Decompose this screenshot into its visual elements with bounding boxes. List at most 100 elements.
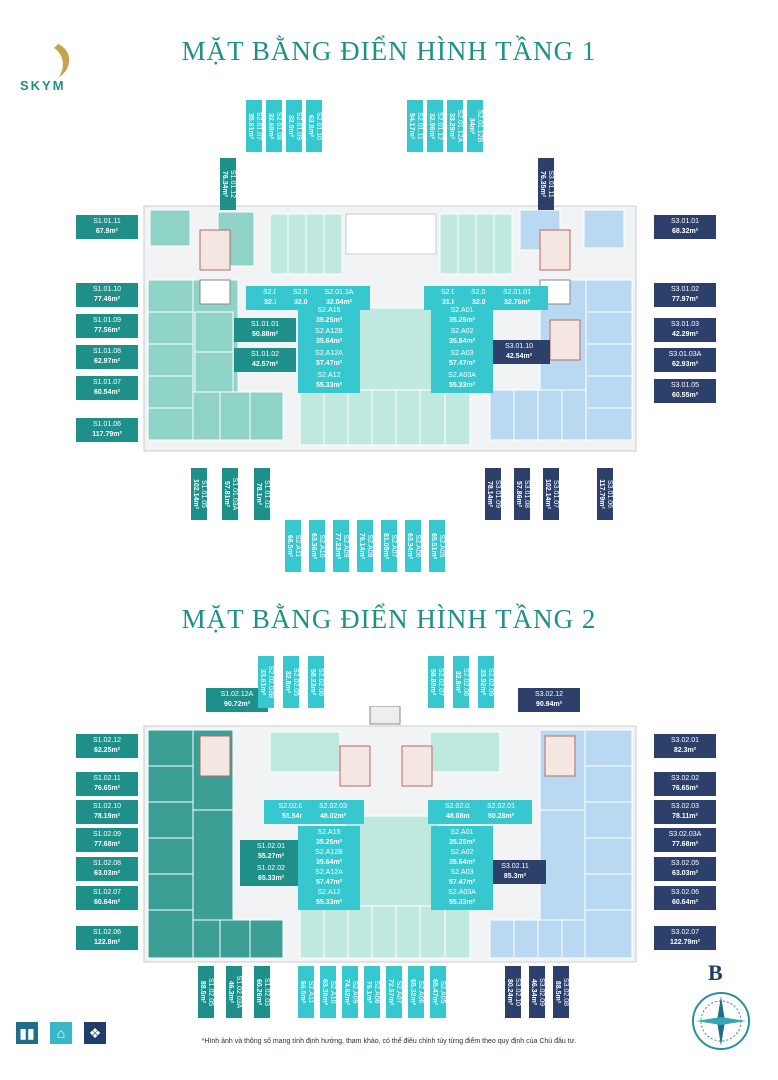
unit-code: S2.A08 <box>366 534 373 558</box>
unit-area: 32.9m² <box>287 114 294 138</box>
unit-area: 57.47m² <box>315 879 343 886</box>
unit-area: 57.47m² <box>448 360 476 367</box>
unit-area: 82.3m² <box>673 747 697 754</box>
unit-code: S2.02.05 <box>292 667 299 697</box>
unit-area: 35.61m² <box>247 112 254 140</box>
unit-code: S2.A12B <box>315 849 343 856</box>
unit-area: 117.79m² <box>598 479 605 509</box>
unit-code: S1.01.11 <box>93 218 121 225</box>
unit-area: 35.64m² <box>315 338 343 345</box>
unit-code: S1.02.02 <box>256 865 286 872</box>
unit-code: S2.A12A <box>315 350 343 357</box>
unit-area: 102.14m² <box>192 479 199 509</box>
unit-area: 55.33m² <box>448 899 476 906</box>
unit-area: 48.08m² <box>445 813 473 820</box>
unit-code: S1.02.12 <box>92 737 122 744</box>
unit-area: 78.14m² <box>486 480 493 508</box>
unit-code: S1.02.01 <box>256 843 286 850</box>
unit-area: 57.47m² <box>448 879 476 886</box>
unit-area: 78.11m² <box>672 813 698 820</box>
unit-area: 85.3m² <box>503 873 527 880</box>
unit-area: 65.32m² <box>409 978 416 1006</box>
unit-code: S2.A15 <box>317 307 341 314</box>
unit-area: 57.47m² <box>315 360 343 367</box>
unit-code: S3.02.11 <box>501 863 529 870</box>
unit-code: S1.01.12 <box>229 169 236 199</box>
unit-area: 32.05m² <box>293 299 321 306</box>
unit-code: S2.A12A <box>315 869 343 876</box>
unit-code: S2.02.01 <box>486 803 516 810</box>
unit-area: 90.94m² <box>535 701 563 708</box>
unit-code: S2.02.08 <box>462 667 469 697</box>
unit-area: 63.8m² <box>307 114 314 138</box>
unit-area: 77.56m² <box>93 327 121 334</box>
unit-label: S2.A12A 57.47m² <box>298 347 360 371</box>
unit-area: 50.88m² <box>251 331 279 338</box>
unit-area: 102.14m² <box>544 479 551 509</box>
unit-area: 33.92m² <box>479 668 486 696</box>
unit-area: 42.57m² <box>251 361 279 368</box>
unit-area: 32.8m² <box>454 670 461 694</box>
unit-area: 42.54m² <box>505 353 533 360</box>
unit-code: S3.01.07 <box>552 479 559 509</box>
unit-code: S2.01.08 <box>275 111 282 141</box>
footer-icon-3: ❖ <box>84 1022 106 1044</box>
unit-area: 55.33m² <box>448 382 476 389</box>
unit-area: 76.65m² <box>671 785 699 792</box>
unit-area: 81.09m² <box>382 532 389 560</box>
unit-area: 55.27m² <box>257 853 285 860</box>
floor2-title: MẶT BẰNG ĐIỂN HÌNH TẦNG 2 <box>181 604 597 634</box>
unit-code: S2.A01 <box>450 829 474 836</box>
logo-swoosh-icon <box>54 44 70 78</box>
unit-area: 88.5m² <box>554 980 561 1004</box>
unit-area: 77.46m² <box>93 296 121 303</box>
unit-area: 50.28m² <box>487 813 515 820</box>
unit-area: 60.54m² <box>93 389 121 396</box>
unit-area: 32.96m² <box>428 112 435 140</box>
unit-code: S2.01.05 <box>292 289 322 296</box>
unit-code: S1.02.09 <box>92 831 122 838</box>
block-letter: B <box>708 960 723 985</box>
unit-area: 54.17m² <box>408 112 415 140</box>
unit-label: S1.02.01 55.27m² <box>240 840 302 864</box>
unit-code: S2.A08 <box>373 980 380 1004</box>
unit-code: S2.A05 <box>438 534 445 558</box>
unit-area: 63.36m² <box>321 978 328 1006</box>
unit-area: 33.29m² <box>448 112 455 140</box>
brand-logo: SKYM <box>14 38 94 98</box>
footnote: *Hình ảnh và thông số mang tính định hướ… <box>201 1038 577 1045</box>
unit-code: S3.02.10 <box>514 977 521 1007</box>
unit-code: S2.A03 <box>450 350 474 357</box>
unit-area: 48.02m² <box>319 813 347 820</box>
unit-area: 74.62m² <box>343 978 350 1006</box>
unit-code: S3.01.08 <box>523 479 530 509</box>
footer-icon-1: ▮▮ <box>16 1022 38 1044</box>
